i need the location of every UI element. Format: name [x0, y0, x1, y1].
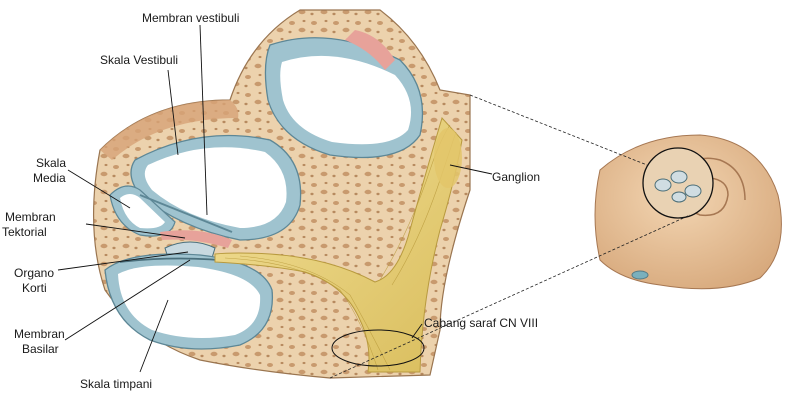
leader-cabang-saraf	[411, 323, 423, 339]
leader-lines	[57, 24, 493, 373]
label-organo-korti-line1: Organo	[14, 266, 54, 280]
label-skala-media-line1: Skala	[36, 156, 66, 170]
upper-turn	[264, 30, 424, 159]
label-cabang-saraf: Cabang saraf CN VIII	[424, 316, 538, 330]
label-skala-media-line2: Media	[33, 171, 66, 185]
scala-media-lumen	[120, 194, 165, 229]
ganglion-mass	[434, 128, 462, 188]
leader-skala-media	[67, 169, 131, 209]
leader-skala-timpani	[139, 299, 169, 373]
zoom-dashed-line-bottom	[329, 214, 691, 379]
tectorial-membrane	[160, 230, 232, 248]
leader-skala-vestibuli	[167, 69, 179, 156]
leader-membran-tektorial	[85, 223, 186, 239]
label-membran-vestibuli: Membran vestibuli	[142, 11, 239, 25]
label-membran-tektorial-line2: Tektorial	[2, 225, 47, 239]
leader-membran-basilar	[64, 259, 191, 341]
label-skala-timpani: Skala timpani	[80, 377, 152, 391]
leader-ganglion	[449, 164, 493, 175]
nerve-cut-ellipse	[331, 329, 425, 367]
leader-membran-vestibuli	[199, 24, 208, 216]
label-organo-korti-line2: Korti	[22, 281, 47, 295]
label-ganglion: Ganglion	[492, 170, 540, 184]
upper-membrane	[345, 30, 395, 70]
inset-ducts	[654, 170, 702, 203]
upper-lumen	[280, 55, 412, 145]
label-membran-basilar-line1: Membran	[14, 327, 65, 341]
round-window	[631, 270, 649, 280]
label-skala-vestibuli: Skala Vestibuli	[100, 53, 178, 67]
scala-vestibuli-lumen	[144, 147, 287, 228]
leader-organo-korti	[57, 251, 189, 271]
zoom-dashed-line-top	[469, 94, 648, 166]
label-membran-basilar-line2: Basilar	[22, 342, 59, 356]
label-membran-tektorial-line1: Membran	[5, 210, 56, 224]
labels: Membran vestibuli Skala Vestibuli Skala …	[2, 11, 540, 391]
cochlea-inset	[594, 134, 782, 290]
vestibular-membrane	[139, 194, 233, 233]
